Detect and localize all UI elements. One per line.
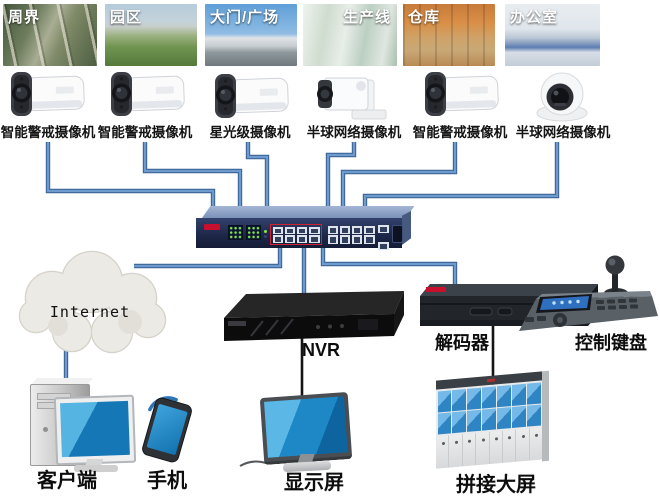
rj45-port — [327, 225, 339, 234]
poe-switch-top — [202, 206, 415, 218]
camera-label: 智能警戒摄像机 — [412, 125, 508, 140]
power-button-dot — [43, 427, 48, 432]
nvr-label: NVR — [301, 340, 340, 360]
rj45-port — [351, 235, 363, 244]
rj45-port — [339, 225, 351, 234]
scene-label: 办公室 — [510, 9, 559, 26]
video-wall-side — [542, 370, 549, 462]
scene-photo-perimeter: 周界 — [3, 4, 97, 66]
scene-label: 仓库 — [408, 9, 441, 26]
client-pc-monitor-icon — [53, 394, 137, 466]
internet-label: Internet — [49, 303, 131, 321]
pc-screen — [60, 400, 130, 458]
scene-label: 大门/广场 — [210, 9, 280, 26]
rj45-port — [339, 235, 351, 244]
camera-label: 半球网络摄像机 — [306, 125, 402, 140]
videowall-label: 拼接大屏 — [456, 474, 536, 496]
bullet-camera-icon — [424, 71, 500, 117]
rj45-port — [351, 225, 363, 234]
camera-label: 星光级摄像机 — [209, 125, 291, 140]
client-label: 客户端 — [37, 470, 97, 492]
poe-port-group — [270, 224, 322, 245]
brand-logo — [204, 224, 220, 230]
bullet-camera-icon — [10, 71, 86, 117]
decoder-label: 解码器 — [435, 333, 489, 353]
rj45-port — [284, 235, 296, 243]
scene-photo-office: 办公室 — [505, 4, 600, 66]
poe-switch — [196, 218, 403, 250]
bullet-camera-icon — [110, 71, 186, 117]
keyboard-label: 控制键盘 — [575, 333, 647, 353]
internet-cloud-icon — [18, 250, 167, 354]
scene-photo-warehouse: 仓库 — [403, 4, 495, 66]
rj45-port — [363, 235, 375, 244]
rj45-port — [308, 226, 320, 234]
camera-label: 智能警戒摄像机 — [0, 125, 96, 140]
pc-monitor-base — [74, 465, 118, 472]
rj45-port — [363, 225, 375, 234]
status-led — [264, 230, 267, 233]
led-matrix — [246, 225, 261, 240]
monitor-label: 显示屏 — [284, 472, 344, 494]
rj45-port — [296, 235, 308, 243]
rj45-port — [308, 235, 320, 243]
wire-cores — [46, 142, 559, 386]
status-led — [264, 235, 267, 238]
poe-switch-side — [402, 211, 411, 245]
uplink-port — [378, 242, 389, 250]
uplink-port — [378, 225, 389, 233]
scene-photo-production-line: 生产线 — [303, 4, 397, 66]
scene-label: 生产线 — [342, 9, 391, 26]
monitor-cable — [239, 460, 267, 467]
box-camera-icon — [316, 77, 387, 120]
scene-label: 周界 — [8, 9, 41, 26]
rj45-port — [272, 226, 284, 234]
rj45-port — [296, 226, 308, 234]
turret-camera-icon — [536, 72, 588, 122]
scene-photo-campus: 园区 — [105, 4, 197, 66]
rj45-port — [284, 226, 296, 234]
display-screen — [264, 396, 348, 458]
rj45-port — [327, 235, 339, 244]
sfp-slot — [392, 225, 403, 243]
scene-photo-gate-plaza: 大门/广场 — [205, 4, 297, 66]
phone-screen — [146, 403, 188, 456]
lan-port-group — [326, 224, 376, 245]
rj45-port — [272, 235, 284, 243]
camera-label: 智能警戒摄像机 — [97, 125, 193, 140]
led-matrix — [228, 225, 243, 240]
nvr-icon — [224, 291, 404, 341]
scene-label: 园区 — [110, 9, 143, 26]
phone-label: 手机 — [147, 470, 187, 492]
camera-label: 半球网络摄像机 — [515, 125, 611, 140]
bullet-camera-icon — [214, 73, 290, 119]
video-wall-icon — [436, 370, 549, 470]
control-keyboard-icon — [519, 255, 658, 331]
